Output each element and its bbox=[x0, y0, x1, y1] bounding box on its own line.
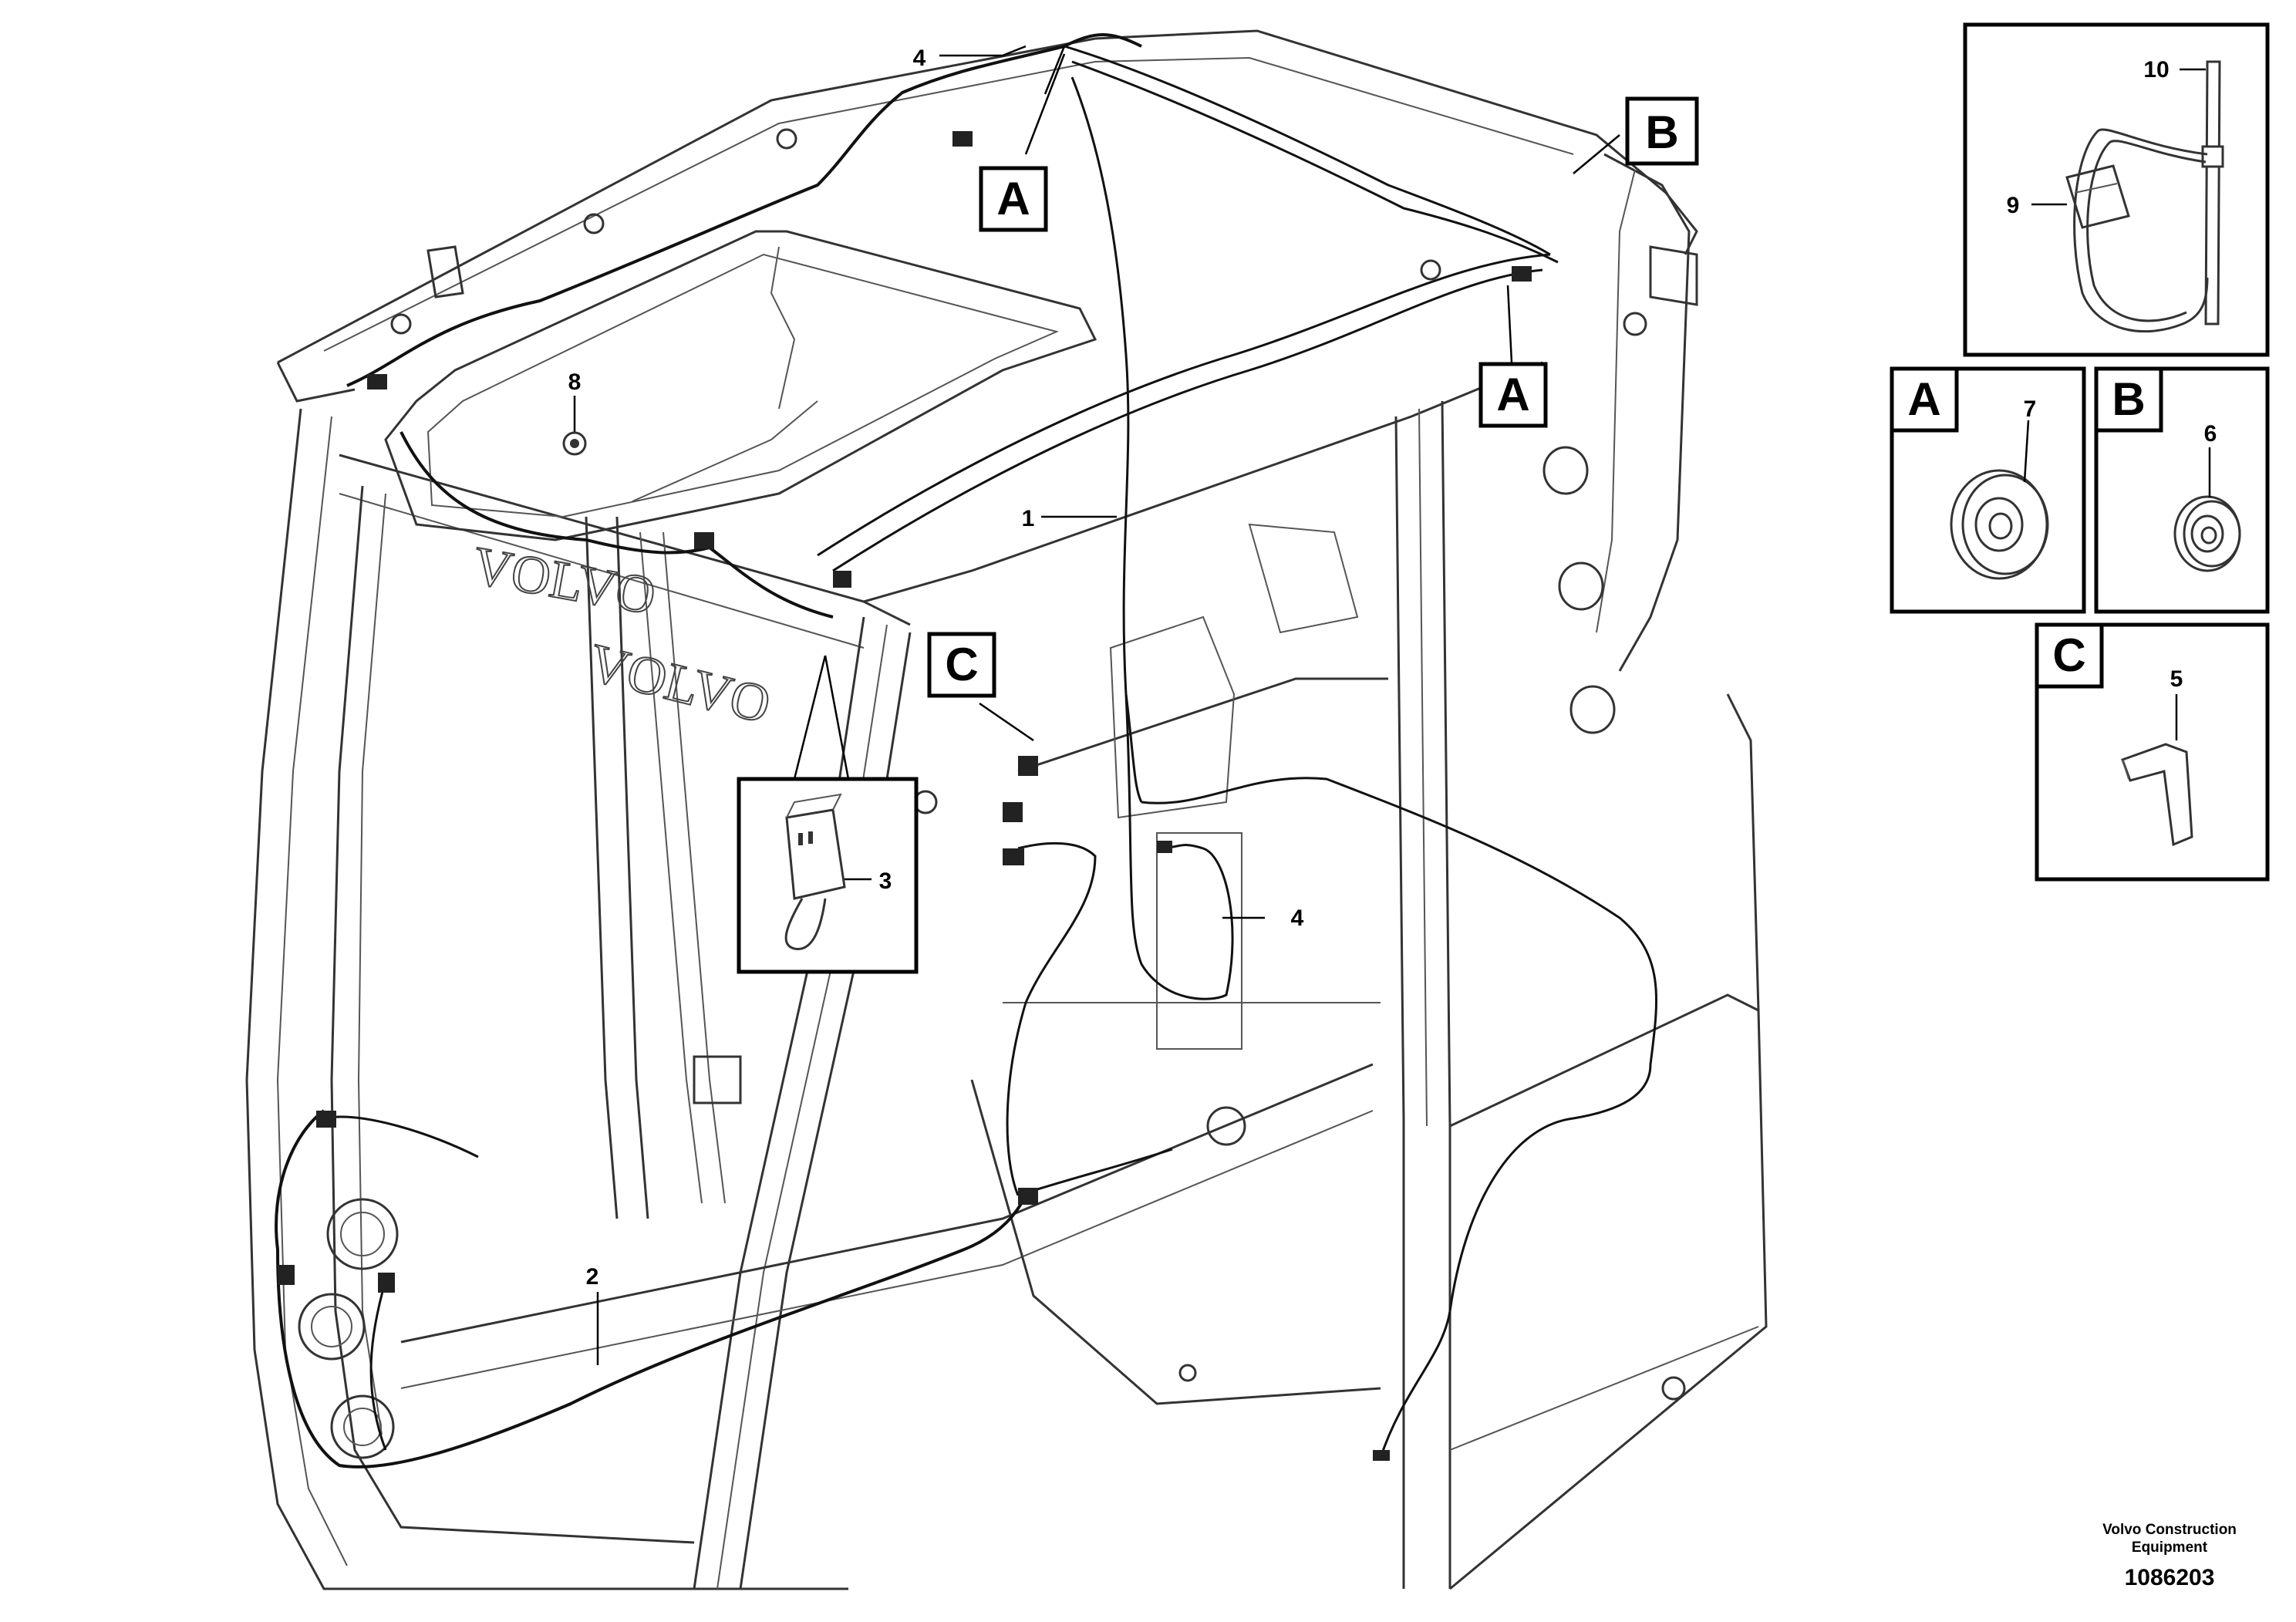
view-label-a-top: A bbox=[979, 166, 1048, 232]
svg-text:B: B bbox=[1645, 106, 1678, 158]
callout-1: 1 bbox=[1022, 506, 1035, 531]
callout-3: 3 bbox=[879, 868, 892, 894]
part-3-inset bbox=[737, 655, 919, 974]
grommet-8-mark bbox=[562, 431, 587, 456]
callout-4-top: 4 bbox=[913, 46, 926, 71]
callout-2: 2 bbox=[586, 1264, 599, 1290]
callout-10: 10 bbox=[2143, 57, 2169, 83]
wiring-harnesses bbox=[275, 33, 1658, 1469]
view-label-c-main: C bbox=[927, 632, 996, 698]
callout-5: 5 bbox=[2170, 666, 2183, 692]
svg-text:A: A bbox=[1907, 373, 1940, 425]
document-number: 1086203 bbox=[2125, 1565, 2215, 1590]
view-label-a-right: A bbox=[1478, 362, 1548, 428]
credit-line-1: Volvo Construction bbox=[2102, 1522, 2237, 1538]
detail-a-grommet: A 7 bbox=[1890, 366, 2086, 614]
svg-text:C: C bbox=[2052, 629, 2085, 681]
callout-9: 9 bbox=[2007, 193, 2020, 218]
detail-cable-tie: 10 9 bbox=[1963, 22, 2270, 357]
callout-7: 7 bbox=[2024, 396, 2037, 422]
svg-text:A: A bbox=[996, 173, 1030, 224]
connectors bbox=[278, 131, 1532, 1461]
detail-b-grommet: B 6 bbox=[2094, 366, 2270, 614]
credit-line-2: Equipment bbox=[2132, 1539, 2208, 1556]
callout-4-mid: 4 bbox=[1291, 905, 1304, 931]
svg-text:A: A bbox=[1496, 369, 1529, 420]
svg-text:B: B bbox=[2112, 373, 2145, 425]
detail-c-elbow: C 5 bbox=[2035, 622, 2270, 882]
callout-6: 6 bbox=[2204, 421, 2217, 447]
leader-lines bbox=[573, 45, 1620, 1365]
cab-structure bbox=[245, 29, 1768, 1590]
svg-text:C: C bbox=[945, 639, 978, 690]
view-label-b-main: B bbox=[1625, 96, 1699, 166]
callout-8: 8 bbox=[568, 369, 582, 395]
